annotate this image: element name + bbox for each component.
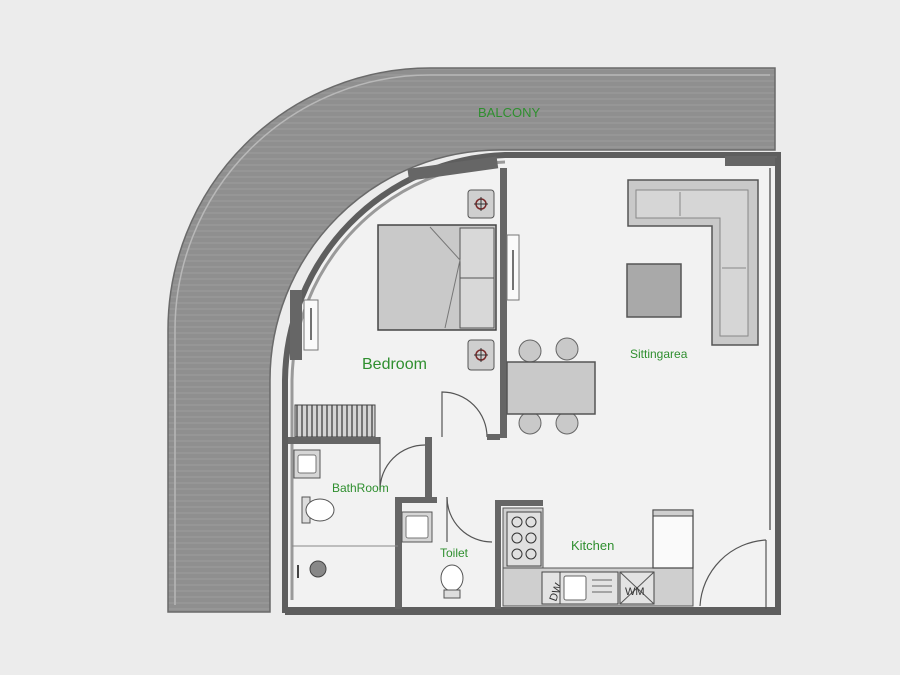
double-bed (377, 224, 497, 331)
balcony-label: BALCONY (478, 105, 540, 120)
wall-segment (407, 156, 499, 181)
coffee-table (626, 263, 682, 318)
bathroom-toilet-wall (395, 497, 402, 610)
refrigerator (652, 509, 694, 569)
kitchen-label: Kitchen (571, 538, 614, 553)
kitchen-sink (559, 571, 619, 605)
bathroom-wall-right (425, 437, 432, 497)
slatted-cabinet (294, 404, 376, 438)
bedroom-door[interactable] (441, 391, 500, 440)
entrance-door[interactable] (699, 539, 767, 610)
toilet-label: Toilet (440, 546, 469, 560)
toilet-door[interactable] (446, 496, 493, 543)
sitting-area-label: Sittingarea (630, 347, 688, 361)
bedroom-label: Bedroom (362, 356, 427, 373)
nightstand-top (467, 189, 495, 219)
wall-segment (725, 156, 777, 166)
shower-area (292, 545, 398, 578)
balcony-rail (174, 74, 770, 605)
washing-machine (619, 571, 655, 605)
bathroom-label: BathRoom (332, 481, 389, 495)
toilet-basin (401, 511, 433, 543)
kitchen-wall (495, 500, 501, 610)
wall-segment (290, 290, 302, 360)
outer-wall (285, 158, 781, 615)
washing-machine-label: WM (625, 586, 645, 598)
kitchen-wall-top (495, 500, 543, 506)
balcony-area (167, 67, 776, 613)
bathroom-wall-bottom (395, 497, 437, 503)
bathroom-wall-top (288, 437, 380, 444)
dining-set (506, 337, 596, 435)
bathroom-sink (293, 449, 321, 479)
partition-wall (500, 168, 507, 438)
toilet-wc (440, 564, 464, 599)
nightstand-bottom (467, 339, 495, 371)
bathroom-door[interactable] (379, 437, 426, 491)
cooktop (506, 511, 542, 567)
bathroom-wc (301, 496, 335, 524)
l-shaped-sofa (627, 179, 759, 346)
